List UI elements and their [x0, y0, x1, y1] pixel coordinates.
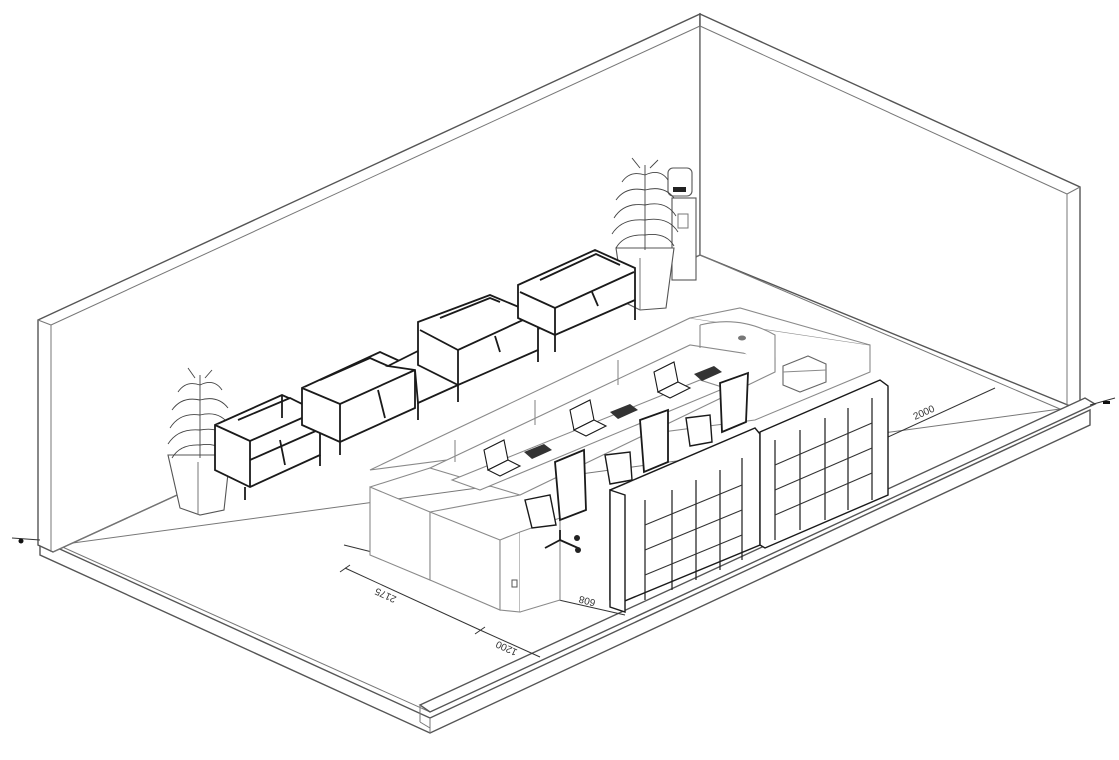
two-seat-sofa	[301, 351, 416, 455]
laptop-icon	[483, 439, 522, 477]
dim-label-1200: 1200	[494, 638, 519, 658]
armchair-right	[517, 249, 636, 352]
office-chair	[685, 371, 749, 447]
office-chairs	[524, 371, 749, 553]
phone-icon	[610, 404, 638, 419]
laptop-icon	[569, 399, 608, 437]
laptop-icon	[653, 361, 692, 399]
dimension-marker-icon	[18, 538, 24, 544]
office-chair	[524, 448, 587, 553]
dim-label-608: 608	[577, 593, 596, 608]
shelving-unit-right	[759, 379, 889, 549]
dimension-marker-icon	[1103, 401, 1110, 404]
office-chair	[604, 408, 669, 485]
workstation-equipment	[483, 355, 827, 477]
printer-icon	[782, 355, 827, 393]
dimension-lines	[11, 387, 1116, 658]
sofa-row	[214, 249, 636, 500]
water-cooler	[667, 167, 697, 281]
armchair-left	[214, 394, 321, 500]
dim-label-2175: 2175	[373, 585, 398, 605]
phone-icon	[694, 366, 722, 381]
two-seat-sofa-right	[417, 294, 539, 386]
shelving-unit-left	[609, 427, 761, 613]
phone-icon	[524, 444, 552, 459]
